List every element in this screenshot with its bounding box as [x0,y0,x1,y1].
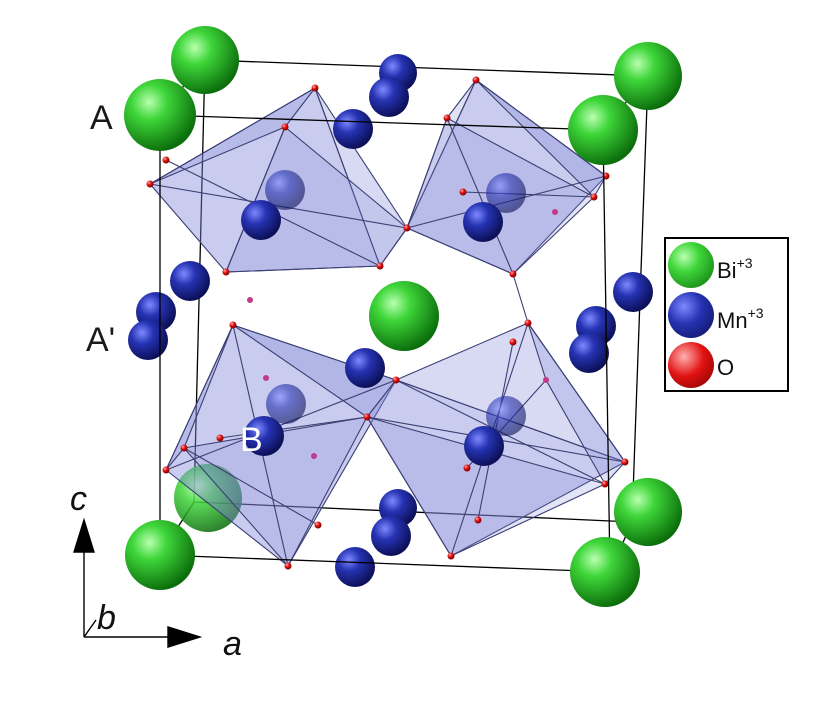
o-atom [247,297,253,303]
mn-atom [265,170,305,210]
bi-atoms-back [171,26,682,546]
o-atom [311,453,317,459]
mn-atom [486,173,526,213]
bi-atom [570,537,640,607]
legend-item-o: O [668,341,788,389]
o-atom [146,180,154,188]
mn-atoms-inner [265,170,526,436]
o-atom [314,521,322,529]
o-atom [363,413,371,421]
o-atom [180,444,188,452]
o-atom [474,516,482,524]
mn-swatch [668,292,714,338]
o-atom [222,268,230,276]
legend-charge: +3 [736,255,753,271]
legend: Bi+3 Mn+3 O [664,237,789,392]
o-atom [552,209,558,215]
bi-swatch [668,242,714,288]
legend-symbol: Bi [717,258,737,283]
o-atom [263,375,269,381]
bi-atom [614,478,682,546]
o-atom [524,319,532,327]
o-atom [284,562,292,570]
mn-atom [463,202,503,242]
a-site-label: A [90,99,113,137]
mn-atom [613,272,653,312]
o-atom [601,480,609,488]
o-atom [376,262,384,270]
o-atom [459,188,467,196]
o-atom [229,321,237,329]
a-prime-site-label: A' [86,321,116,359]
o-atom [162,156,170,164]
o-atom [281,123,289,131]
a-axis-label: a [223,625,242,663]
mn-atom [170,261,210,301]
bi-atom [568,95,638,165]
o-atoms [146,76,629,570]
mn-atom [486,396,526,436]
axes-indicator [73,517,203,648]
a-axis-arrowhead [167,626,203,648]
o-atom [590,193,598,201]
o-atom [472,76,480,84]
bi-atom [174,464,242,532]
legend-charge: +3 [747,305,764,321]
o-atom [216,434,224,442]
o-swatch [668,342,714,388]
legend-item-bi: Bi+3 [668,241,788,289]
legend-symbol: Mn [717,308,748,333]
legend-symbol: O [717,355,735,380]
o-atom [509,338,517,346]
legend-label-bi: Bi+3 [717,255,753,284]
o-atom [443,114,451,122]
legend-label-mn: Mn+3 [717,305,764,334]
mn-atom [333,109,373,149]
c-axis-label: c [70,480,87,518]
mn-atom [241,200,281,240]
b-axis-line [83,619,97,638]
o-atom [311,84,319,92]
mn-atom [335,547,375,587]
mn-atom [369,77,409,117]
o-atom [162,466,170,474]
o-atom [447,552,455,560]
mn-atom [244,416,284,456]
mn-atom [464,426,504,466]
mn-atom [371,516,411,556]
legend-label-o: O [717,355,734,381]
b-axis-label: b [97,599,116,637]
o-atom [463,464,471,472]
mn-atom [128,320,168,360]
bi-atom [125,520,195,590]
o-atom [403,224,411,232]
c-axis-arrowhead [73,517,95,553]
bi-atom-center [369,281,439,351]
bi-atom [614,42,682,110]
bi-atom [171,26,239,94]
bi-atoms-front [124,79,640,607]
mn-atom [345,348,385,388]
o-atom [543,377,549,383]
o-atom [392,376,400,384]
mn-atom [266,384,306,424]
bi-atom [124,79,196,151]
o-atom [621,458,629,466]
o-atom [509,270,517,278]
b-site-label: B [240,421,263,459]
legend-item-mn: Mn+3 [668,291,788,339]
mn-atom [569,333,609,373]
